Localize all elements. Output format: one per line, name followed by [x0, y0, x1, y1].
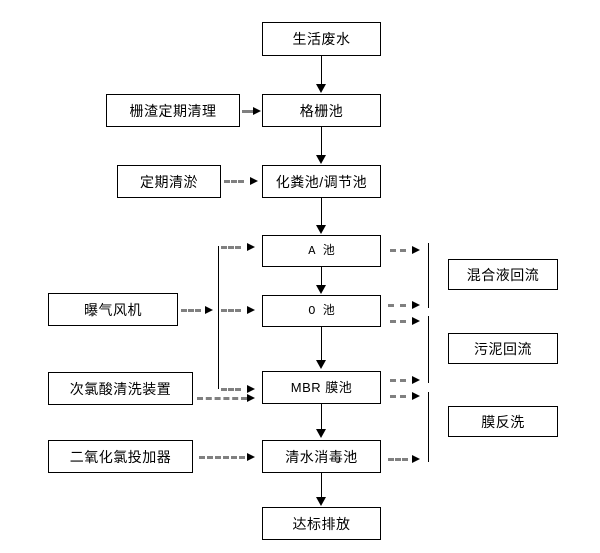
- node-membrane-backwash-label: 膜反洗: [481, 413, 525, 430]
- edge-blower-bus-line: [181, 309, 201, 312]
- node-influent-label: 生活废水: [292, 31, 351, 47]
- node-hypochlorous-acid-cleaning-device[interactable]: 次氯酸清洗装置: [48, 372, 193, 405]
- edge-mbr-disinfect-arrow: [316, 429, 326, 438]
- node-clearwater-disinfection-tank-label: 清水消毒池: [285, 448, 358, 465]
- edge-o-mbr-arrow: [316, 360, 326, 369]
- edge-o-sludgereturn-arrow: [412, 317, 420, 325]
- edge-screen-grit-arrow: [253, 107, 261, 115]
- node-influent[interactable]: 生活废水: [262, 22, 381, 56]
- node-mbr-membrane-tank[interactable]: MBR 膜池: [262, 371, 381, 404]
- edge-septic-a-arrow: [316, 225, 326, 234]
- edge-a-o-arrow: [316, 285, 326, 294]
- node-aeration-blower[interactable]: 曝气风机: [48, 293, 178, 326]
- edge-bus-a-line: [221, 246, 241, 249]
- edge-septic-a-line: [321, 198, 322, 226]
- edge-o-mbr-line: [321, 327, 322, 361]
- node-clearwater-disinfection-tank[interactable]: 清水消毒池: [262, 440, 381, 473]
- edge-clo2-disinfect-arrow: [247, 453, 255, 461]
- edge-disinfect-effluent-arrow: [316, 497, 326, 506]
- edge-mbr-sludgereturn-line: [390, 379, 406, 382]
- edge-disinfect-backwash-arrow: [412, 455, 420, 463]
- node-screen-residue-cleaning-label: 栅渣定期清理: [129, 102, 217, 119]
- edge-mbr-disinfect-line: [321, 404, 322, 430]
- node-mixed-liquor-return[interactable]: 混合液回流: [448, 259, 558, 290]
- node-mixed-liquor-return-label: 混合液回流: [466, 266, 540, 283]
- edge-disinfect-backwash-line: [388, 458, 408, 461]
- return-bus-sludge: [428, 316, 429, 383]
- node-compliant-discharge[interactable]: 达标排放: [262, 507, 381, 540]
- edge-blower-bus-arrow: [205, 306, 213, 314]
- aeration-distribution-bus: [218, 246, 219, 389]
- edge-o-mixedreturn-arrow: [412, 301, 420, 309]
- edge-desilt-septic-line: [224, 180, 244, 183]
- node-grit-chamber[interactable]: 格栅池: [262, 94, 381, 127]
- edge-grit-septic-arrow: [316, 155, 326, 164]
- edge-hypo-mbr-line: [197, 397, 247, 400]
- node-periodic-desilting[interactable]: 定期清淤: [117, 165, 221, 198]
- edge-influent-grit-arrow: [316, 84, 326, 93]
- edge-grit-septic-line: [321, 127, 322, 156]
- edge-bus-mbr-arrow: [247, 385, 255, 393]
- edge-bus-o-arrow: [247, 306, 255, 314]
- edge-bus-mbr-line: [221, 388, 241, 391]
- node-sludge-return-label: 污泥回流: [474, 340, 532, 357]
- node-membrane-backwash[interactable]: 膜反洗: [448, 406, 558, 437]
- edge-mbr-sludgereturn-arrow: [412, 376, 420, 384]
- node-periodic-desilting-label: 定期清淤: [140, 173, 198, 190]
- node-aeration-blower-label: 曝气风机: [84, 301, 142, 318]
- edge-a-o-line: [321, 267, 322, 286]
- node-septic-regulating-tank[interactable]: 化粪池/调节池: [262, 165, 381, 198]
- node-a-tank[interactable]: A 池: [262, 235, 381, 267]
- node-chlorine-dioxide-doser[interactable]: 二氧化氯投加器: [48, 440, 193, 473]
- node-sludge-return[interactable]: 污泥回流: [448, 333, 558, 364]
- edge-disinfect-effluent-line: [321, 473, 322, 499]
- node-o-tank[interactable]: O 池: [262, 295, 381, 327]
- node-septic-regulating-tank-label: 化粪池/调节池: [275, 173, 368, 190]
- edge-a-mixedreturn-line: [390, 249, 406, 252]
- edge-mbr-backwash-line: [390, 395, 406, 398]
- node-hypochlorous-acid-cleaning-device-label: 次氯酸清洗装置: [69, 380, 172, 397]
- edge-a-mixedreturn-arrow: [412, 246, 420, 254]
- node-screen-residue-cleaning[interactable]: 栅渣定期清理: [106, 94, 240, 127]
- edge-o-sludgereturn-line: [390, 320, 406, 323]
- return-bus-mixed-liquor: [428, 243, 429, 308]
- edge-desilt-septic-arrow: [250, 177, 258, 185]
- edge-hypo-mbr-arrow: [247, 394, 255, 402]
- edge-o-mixedreturn-line: [388, 304, 406, 307]
- edge-screen-grit-line: [242, 110, 255, 113]
- edge-bus-o-line: [221, 309, 241, 312]
- node-compliant-discharge-label: 达标排放: [292, 515, 351, 532]
- node-grit-chamber-label: 格栅池: [299, 102, 344, 119]
- node-a-tank-label: A 池: [308, 244, 335, 258]
- node-chlorine-dioxide-doser-label: 二氧化氯投加器: [69, 448, 172, 465]
- return-bus-membrane-backwash: [428, 392, 429, 462]
- edge-clo2-disinfect-line: [199, 456, 245, 459]
- edge-influent-grit-line: [321, 56, 322, 85]
- node-mbr-membrane-tank-label: MBR 膜池: [290, 380, 353, 395]
- edge-bus-a-arrow: [247, 243, 255, 251]
- edge-mbr-backwash-arrow: [412, 392, 420, 400]
- node-o-tank-label: O 池: [308, 304, 335, 318]
